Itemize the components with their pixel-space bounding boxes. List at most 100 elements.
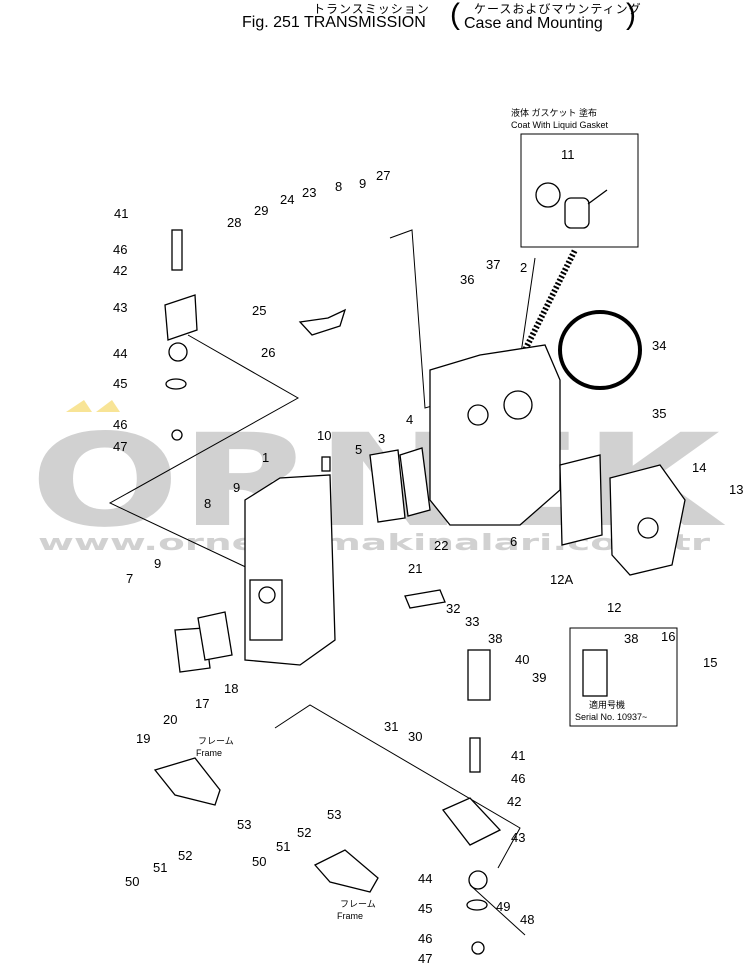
part-label: 17 [195, 696, 209, 711]
part-label: 6 [510, 534, 517, 549]
part-label: 31 [384, 719, 398, 734]
part-label: 18 [224, 681, 238, 696]
part-label: 37 [486, 257, 500, 272]
plate-gasket [399, 447, 431, 517]
part-label: 34 [652, 338, 666, 353]
part-label: 41 [114, 206, 128, 221]
part-label: 41 [511, 748, 525, 763]
part-label: 25 [252, 303, 266, 318]
part-label: 38 [488, 631, 502, 646]
part-label: 9 [233, 480, 240, 495]
strainer-screen [559, 454, 603, 546]
gasket-note-en: Coat With Liquid Gasket [511, 120, 609, 130]
part-label: 43 [511, 830, 525, 845]
watermark-accent-right [96, 400, 120, 412]
part-label: 10 [317, 428, 331, 443]
part-label: 52 [178, 848, 192, 863]
part-label: 20 [163, 712, 177, 727]
gasket-brush [587, 189, 608, 205]
part-label: 47 [418, 951, 432, 964]
part-label: 44 [418, 871, 432, 886]
lower-mount-rubber [468, 870, 488, 890]
part-label: 45 [113, 376, 127, 391]
part-label: 46 [418, 931, 432, 946]
dowel-pin [321, 456, 331, 472]
part-label: 48 [520, 912, 534, 927]
lower-mount-bolt [469, 737, 481, 773]
header-paren-close: ) [626, 0, 636, 31]
frame-note-jp-2: フレーム [340, 899, 376, 909]
valve-body-bore-small [467, 404, 489, 426]
part-label: 51 [276, 839, 290, 854]
part-label: 22 [434, 538, 448, 553]
part-label: 8 [335, 179, 342, 194]
part-label: 46 [113, 417, 127, 432]
frame-note-en-1: Frame [196, 748, 222, 758]
upper-mount-washer [165, 378, 187, 390]
seal-ring [558, 310, 642, 390]
part-label: 30 [408, 729, 422, 744]
frame-bracket-right [313, 849, 379, 893]
part-label: 11 [561, 147, 575, 162]
part-label: 2 [520, 260, 527, 275]
part-label: 19 [136, 731, 150, 746]
part-label: 4 [406, 412, 413, 427]
assembly-line-left-bracket [108, 334, 300, 571]
gasket-note-jp: 液体 ガスケット 塗布 [511, 107, 597, 118]
part-label: 40 [515, 652, 529, 667]
inset-plate [582, 649, 608, 697]
part-label: 5 [355, 442, 362, 457]
part-label: 27 [376, 168, 390, 183]
upper-mount-rubber [168, 342, 188, 362]
frame-note-en-2: Frame [337, 911, 363, 921]
upper-mount-bolt [171, 229, 183, 271]
frame-note-jp-1: フレーム [198, 736, 234, 746]
part-label: 3 [378, 431, 385, 446]
upper-mount-bracket [164, 294, 198, 341]
part-label: 35 [652, 406, 666, 421]
header-paren-open: ( [450, 0, 460, 31]
part-label: 46 [511, 771, 525, 786]
serial-note-jp: 適用号機 [589, 699, 625, 710]
gasket-leader [519, 257, 536, 361]
part-label: 12 [607, 600, 621, 615]
pump-bore [637, 517, 659, 539]
part-label: 26 [261, 345, 275, 360]
part-label: 42 [507, 794, 521, 809]
part-label: 33 [465, 614, 479, 629]
watermark-accent-left [66, 400, 92, 412]
frame-bracket-left [153, 757, 221, 806]
part-label: 9 [359, 176, 366, 191]
cover-plate [369, 449, 406, 523]
watermark-url: www.ornekismakinalari.com.tr [38, 531, 710, 556]
part-label: 45 [418, 901, 432, 916]
part-label: 44 [113, 346, 127, 361]
part-label: 23 [302, 185, 316, 200]
part-label: 43 [113, 300, 127, 315]
upper-mount-nut [171, 429, 183, 441]
part-label: 39 [532, 670, 546, 685]
part-label: 12A [550, 572, 573, 587]
liquid-gasket-tube [564, 197, 590, 229]
part-label: 32 [446, 601, 460, 616]
flange-cover [197, 611, 233, 661]
part-label: 42 [113, 263, 127, 278]
header-jp-subtitle: ケースおよびマウンティング [474, 2, 642, 16]
figure-subtitle: Case and Mounting [464, 15, 603, 32]
part-label: 1 [262, 450, 269, 465]
part-label: 52 [297, 825, 311, 840]
part-label: 38 [624, 631, 638, 646]
part-label: 14 [692, 460, 706, 475]
elbow-fitting [298, 308, 347, 336]
part-label: 28 [227, 215, 241, 230]
part-label: 13 [729, 482, 743, 497]
part-label: 29 [254, 203, 268, 218]
assembly-line-bottom [469, 884, 526, 936]
part-label: 24 [280, 192, 294, 207]
part-label: 21 [408, 561, 422, 576]
serial-inset-box [569, 627, 678, 727]
lower-mount-washer [466, 899, 488, 911]
part-label: 50 [125, 874, 139, 889]
header-jp-title: トランスミッション [313, 2, 430, 16]
